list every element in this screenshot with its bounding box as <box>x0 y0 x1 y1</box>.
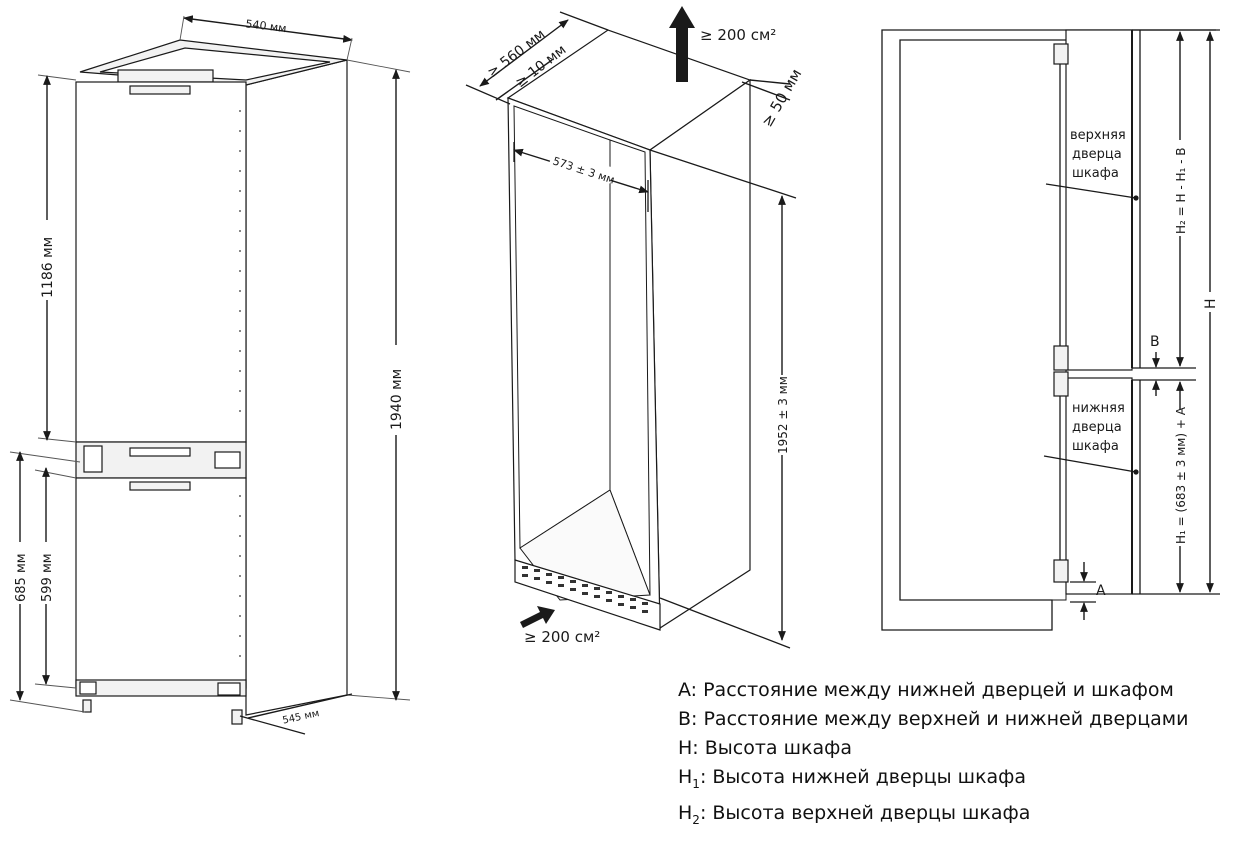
legend-h2-text: : Высота верхней дверцы шкафа <box>699 801 1031 824</box>
lower-door-label-line2: дверца <box>1072 420 1122 435</box>
legend-h1-symbol: H <box>678 766 693 788</box>
upper-door-height-label: 1186 мм <box>40 237 56 298</box>
legend-a: A: Расстояние между нижней дверцей и шка… <box>678 679 1174 701</box>
b-label: B <box>1150 334 1160 350</box>
legend-h2: H2: Высота верхней дверцы шкафа <box>678 799 1238 835</box>
legend-h1: H1: Высота нижней дверцы шкафа <box>678 763 1238 799</box>
h2-formula-label: H₂ = H - H₁ - B <box>1174 147 1188 234</box>
legend-h2-subscript: 2 <box>692 812 700 827</box>
fridge-drawing: 540 мм 1940 мм 1186 мм 685 мм 599 мм 545… <box>9 15 411 735</box>
upper-door-label-line3: шкафа <box>1072 166 1119 181</box>
fridge-height-label: 1940 мм <box>389 369 405 430</box>
upper-door-label-line1: верхняя <box>1070 128 1126 143</box>
h-label: H <box>1203 298 1219 309</box>
vent-grille <box>522 566 648 613</box>
fridge-depth-label: 545 мм <box>282 708 321 727</box>
side-view-drawing: верхняя дверца шкафа нижняя дверца шкафа… <box>881 29 1220 631</box>
inner-height-label: 1952 ± 3 мм <box>776 376 790 454</box>
cabinet-drawing: ≥ 200 см² ≥ 560 мм ≥ 10 мм ≥ 50 мм 573 ±… <box>465 6 806 649</box>
rear-gap-label: ≥ 50 мм <box>758 66 806 130</box>
legend-h1-text: : Высота нижней дверцы шкафа <box>699 766 1027 788</box>
lower-door-label-line3: шкафа <box>1072 439 1119 454</box>
legend-b: B: Расстояние между верхней и нижней две… <box>678 708 1189 730</box>
a-label: A <box>1096 583 1106 599</box>
upper-door-label-line2: дверца <box>1072 147 1122 162</box>
vent-top-label: ≥ 200 см² <box>700 26 776 44</box>
legend-h1-subscript: 1 <box>692 776 700 791</box>
lower-door-height-label: 599 мм <box>40 553 55 602</box>
legend: A: Расстояние между нижней дверцей и шка… <box>678 676 1238 835</box>
legend-h: H: Высота шкафа <box>678 737 852 759</box>
lower-door-label-line1: нижняя <box>1072 401 1125 416</box>
vent-bottom-label: ≥ 200 см² <box>524 628 600 646</box>
legend-h2-symbol: H <box>678 801 693 824</box>
lower-section-height-label: 685 мм <box>14 553 29 602</box>
fridge-width-label: 540 мм <box>245 17 287 35</box>
h1-formula-label: H₁ = (683 ± 3 мм) + A <box>1174 406 1188 544</box>
